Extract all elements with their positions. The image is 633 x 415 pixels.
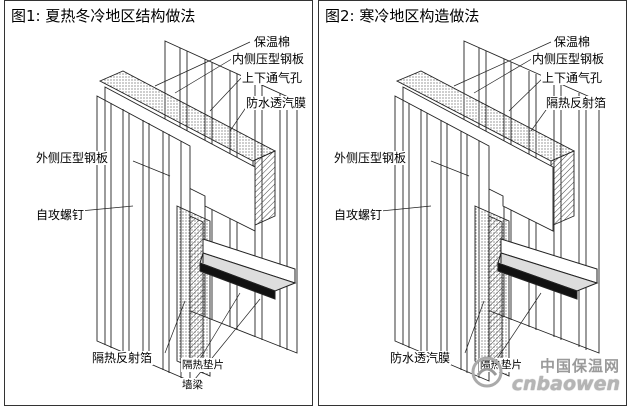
- label-vent: 上下通气孔: [541, 71, 604, 85]
- label-screw: 自攻螺钉: [333, 208, 384, 222]
- label-bottom-left: 防水透汽膜: [389, 351, 452, 365]
- watermark-logo-icon: [471, 356, 503, 388]
- label-beam: 墙梁: [181, 378, 204, 392]
- label-bottom-left: 隔热反射箔: [91, 351, 154, 365]
- label-insulation: 保温棉: [553, 35, 592, 49]
- label-membrane: 防水透汽膜: [245, 96, 308, 110]
- watermark-text-cn: 中国保温网: [539, 357, 620, 375]
- label-outer-sheet: 外侧压型钢板: [333, 151, 408, 165]
- leader-lines: [79, 41, 261, 380]
- label-pad: 隔热垫片: [181, 358, 225, 372]
- label-vent: 上下通气孔: [241, 71, 304, 85]
- label-inner-sheet: 内侧压型钢板: [531, 52, 606, 66]
- wall-section-drawing-1: [79, 40, 298, 382]
- label-inner-sheet: 内侧压型钢板: [231, 52, 306, 66]
- membrane-layer: [474, 205, 510, 377]
- label-foil: 隔热反射箔: [545, 96, 608, 110]
- wall-beam: [497, 238, 599, 300]
- label-insulation: 保温棉: [253, 35, 292, 49]
- figure-title: 图1: 夏热冬冷地区结构做法: [11, 7, 196, 25]
- figure-panel-2: 图2: 寒冷地区构造做法 保温棉 内侧压型钢板 上下通气孔 隔热反射箔 外侧压型…: [318, 0, 627, 406]
- wall-beam: [199, 238, 297, 300]
- label-screw: 自攻螺钉: [35, 208, 86, 222]
- outer-steel-sheet: [96, 95, 191, 382]
- watermark-text-en: cnbaowen: [511, 373, 620, 395]
- figure-panel-1: 图1: 夏热冬冷地区结构做法 保温棉 内侧压型钢板 上下通气孔 防水透汽膜 外侧…: [4, 0, 313, 406]
- wall-section-drawing-2: [380, 40, 600, 382]
- label-outer-sheet: 外侧压型钢板: [35, 151, 110, 165]
- leader-lines: [380, 41, 552, 360]
- reflective-foil-layer: [176, 205, 211, 377]
- watermark: 中国保温网 cnbaowen: [470, 355, 620, 397]
- figure-title: 图2: 寒冷地区构造做法: [325, 7, 480, 25]
